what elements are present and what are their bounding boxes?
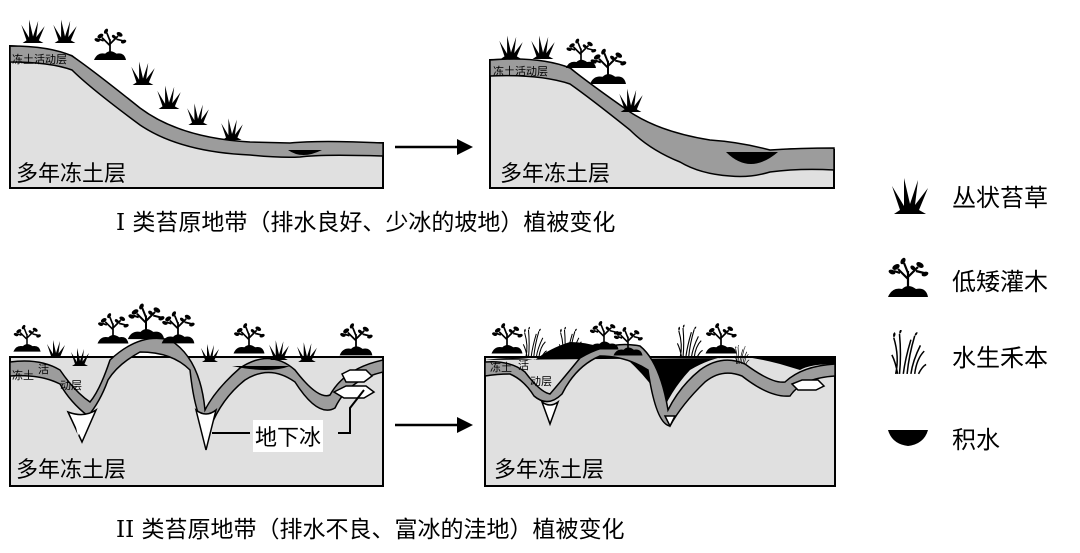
tussock-grass-icon bbox=[53, 19, 77, 43]
ground-ice-lens bbox=[332, 385, 376, 399]
tussock-grass-icon bbox=[21, 19, 45, 43]
legend-label: 低矮灌木 bbox=[952, 268, 1048, 296]
active-layer-label: 冻土活动层 bbox=[493, 65, 548, 78]
dwarf-shrub-icon bbox=[12, 324, 42, 352]
dwarf-shrub-icon bbox=[588, 320, 620, 350]
ground-ice-lens bbox=[790, 379, 826, 391]
legend-item-aquatic: 水生禾本 bbox=[880, 328, 1080, 378]
caption-type1: I 类苔原地带（排水良好、少冰的坡地）植被变化 bbox=[116, 210, 616, 236]
tussock-grass-icon bbox=[531, 35, 555, 59]
active-layer-label-part2: 活 bbox=[38, 363, 49, 376]
panel-type2-after bbox=[484, 320, 836, 487]
dwarf-shrub-icon bbox=[96, 312, 130, 344]
legend-label: 积水 bbox=[952, 426, 1000, 454]
tussock-grass-icon bbox=[499, 35, 523, 59]
legend-item-water: 积水 bbox=[880, 410, 1080, 460]
tussock-grass-icon bbox=[157, 85, 181, 109]
ground-ice-lens bbox=[340, 369, 374, 383]
aquatic-grass-icon bbox=[891, 330, 927, 375]
dwarf-shrub-icon bbox=[704, 322, 738, 354]
permafrost-label: 多年冻土层 bbox=[16, 458, 127, 483]
legend-item-tussock: 丛状苔草 bbox=[880, 168, 1080, 218]
dwarf-shrub-icon bbox=[612, 326, 644, 356]
panel-type1-before bbox=[9, 19, 384, 189]
legend-item-shrub: 低矮灌木 bbox=[880, 252, 1080, 302]
arrow-right-icon bbox=[395, 139, 473, 155]
dwarf-shrub-icon bbox=[490, 322, 524, 354]
legend-label: 丛状苔草 bbox=[952, 184, 1048, 212]
dwarf-shrub-icon bbox=[588, 48, 628, 84]
standing-water bbox=[288, 150, 322, 155]
tussock-grass-icon bbox=[221, 118, 243, 140]
dwarf-shrub-icon bbox=[565, 38, 598, 68]
dwarf-shrub-icon bbox=[126, 302, 166, 340]
tussock-grass-icon bbox=[892, 178, 928, 214]
permafrost-label: 多年冻土层 bbox=[494, 458, 605, 483]
aquatic-grass-icon bbox=[676, 324, 704, 359]
active-layer-label-part1: 冻土 bbox=[490, 361, 512, 374]
aquatic-grass-icon bbox=[522, 326, 548, 358]
tussock-grass-icon bbox=[47, 340, 65, 358]
standing-water-icon bbox=[888, 430, 928, 446]
permafrost-label: 多年冻土层 bbox=[500, 162, 611, 187]
ground-ice-wedge bbox=[540, 399, 560, 427]
dwarf-shrub-icon bbox=[93, 28, 128, 60]
dwarf-shrub-icon bbox=[160, 310, 196, 344]
legend-label: 水生禾本 bbox=[952, 344, 1048, 372]
ground-ice-callout-lines bbox=[212, 389, 365, 434]
standing-water bbox=[232, 366, 290, 370]
panel-type2-before bbox=[9, 302, 384, 487]
arrow-right-icon bbox=[395, 417, 473, 433]
active-layer-label-part1: 冻土 bbox=[12, 369, 34, 382]
ground-ice-wedge bbox=[663, 415, 677, 428]
standing-water bbox=[726, 152, 778, 164]
dwarf-shrub-icon bbox=[338, 322, 374, 356]
active-layer-label-part3: 动层 bbox=[530, 375, 552, 388]
permafrost-label: 多年冻土层 bbox=[16, 162, 127, 187]
active-layer-label-part2: 活 bbox=[518, 359, 529, 372]
caption-type2: II 类苔原地带（排水不良、富冰的洼地）植被变化 bbox=[116, 517, 625, 543]
tussock-grass-icon bbox=[131, 61, 155, 85]
dwarf-shrub-icon bbox=[886, 256, 930, 298]
active-layer-label-part3: 动层 bbox=[60, 379, 82, 392]
ground-ice-label: 地下冰 bbox=[253, 420, 324, 452]
panel-type1-after bbox=[489, 35, 835, 189]
ground-ice-wedge bbox=[194, 408, 218, 451]
tussock-grass-icon bbox=[187, 103, 209, 125]
dwarf-shrub-icon bbox=[232, 322, 266, 354]
active-layer-label: 冻土活动层 bbox=[12, 53, 67, 66]
